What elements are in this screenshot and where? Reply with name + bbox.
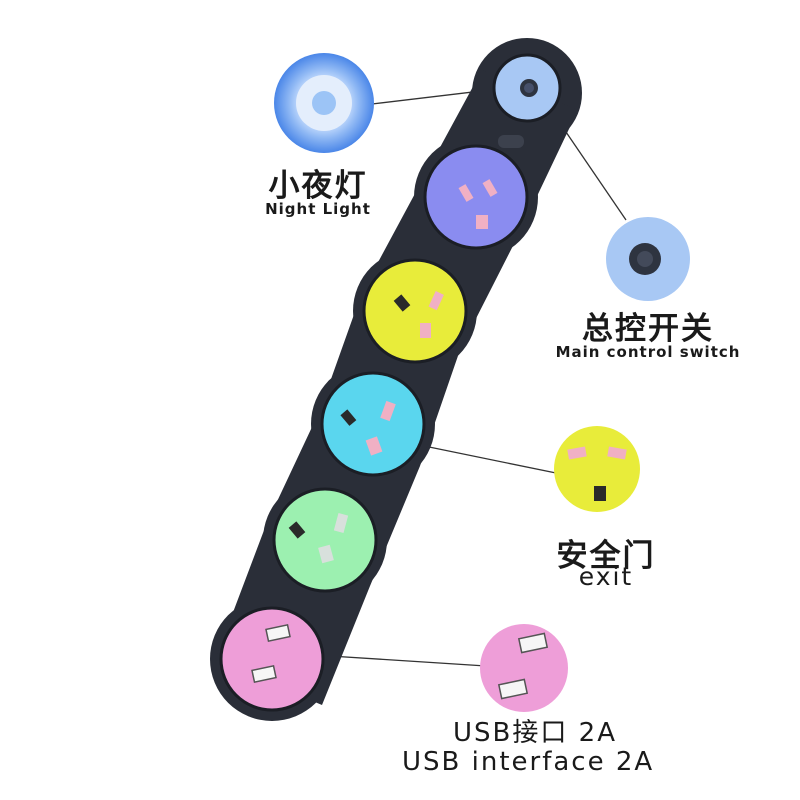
usb-module-pink [219, 606, 325, 712]
safety-shutter-detail [554, 426, 640, 512]
outlet-cyan [320, 371, 426, 477]
night-light-detail [274, 53, 374, 153]
safety-shutter-label-cn: 安全门 [556, 538, 656, 574]
night-light-label-cn: 小夜灯 [268, 168, 368, 204]
switch-callout-line [565, 131, 627, 221]
main-switch-label-cn: 总控开关 [582, 311, 714, 347]
main-switch-label-en: Main control switch [555, 343, 741, 361]
usb-detail [480, 624, 568, 712]
usb-label-cn: USB接口 2A [453, 718, 617, 748]
strip-switch [492, 53, 562, 123]
usb-callout-line [329, 655, 487, 667]
outlet-blue [423, 144, 529, 250]
safety-shutter-label-en: exit [578, 562, 634, 591]
outlet-yellow [362, 258, 468, 364]
usb-label-en: USB interface 2A [402, 747, 655, 777]
night-light-label-en: Night Light [265, 200, 371, 218]
outlet-green [272, 487, 378, 593]
main-switch-detail [606, 217, 690, 301]
